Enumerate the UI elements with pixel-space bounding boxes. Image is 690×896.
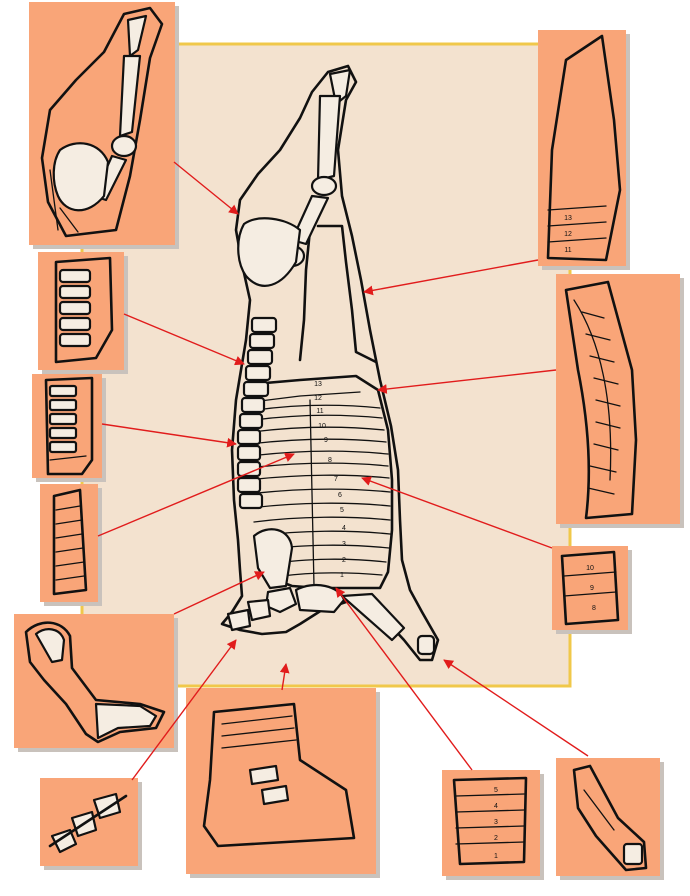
rib-number: 13 bbox=[564, 215, 572, 222]
rib-number: 8 bbox=[592, 605, 596, 612]
rib-number: 11 bbox=[316, 408, 323, 415]
rib-number: 10 bbox=[586, 565, 594, 572]
rib-number: 5 bbox=[494, 787, 498, 794]
rib-number: 1 bbox=[340, 572, 344, 579]
rib-number: 4 bbox=[342, 525, 346, 532]
rib-number: 9 bbox=[324, 437, 328, 444]
shank-cut-panel bbox=[556, 758, 664, 880]
rib-number: 12 bbox=[314, 395, 322, 402]
rib-number: 11 bbox=[564, 247, 571, 254]
short-plate-cut-panel: 5 4 3 2 1 bbox=[442, 770, 544, 880]
rib-number: 4 bbox=[494, 803, 498, 810]
rib-number: 12 bbox=[564, 231, 572, 238]
rib-number: 8 bbox=[328, 457, 332, 464]
rib-number: 3 bbox=[342, 541, 346, 548]
rib-number: 3 bbox=[494, 819, 498, 826]
rib-number: 5 bbox=[340, 507, 344, 514]
round-cut-panel bbox=[29, 2, 179, 249]
fore-shank-cut-panel bbox=[14, 614, 178, 752]
loin-spine-cut-panel bbox=[38, 252, 128, 374]
rib-section-cut-panel: 10 9 8 bbox=[552, 546, 632, 634]
rib-number: 9 bbox=[590, 585, 594, 592]
rib-number: 13 bbox=[314, 381, 322, 388]
rib-number: 6 bbox=[338, 492, 342, 499]
rib-number: 10 bbox=[318, 423, 326, 430]
flank-cut-panel bbox=[40, 484, 102, 606]
rib-number: 1 bbox=[494, 853, 498, 860]
brisket-cut-panel bbox=[186, 688, 380, 878]
rib-number: 2 bbox=[494, 835, 498, 842]
rib-number: 7 bbox=[334, 476, 338, 483]
rib-number: 2 bbox=[342, 557, 346, 564]
rib-loin-cut-panel bbox=[32, 374, 106, 482]
belly-flank-cut-panel bbox=[556, 274, 684, 528]
loin-cut-panel: 13 12 11 bbox=[538, 30, 630, 270]
neck-cut-panel bbox=[40, 778, 142, 870]
